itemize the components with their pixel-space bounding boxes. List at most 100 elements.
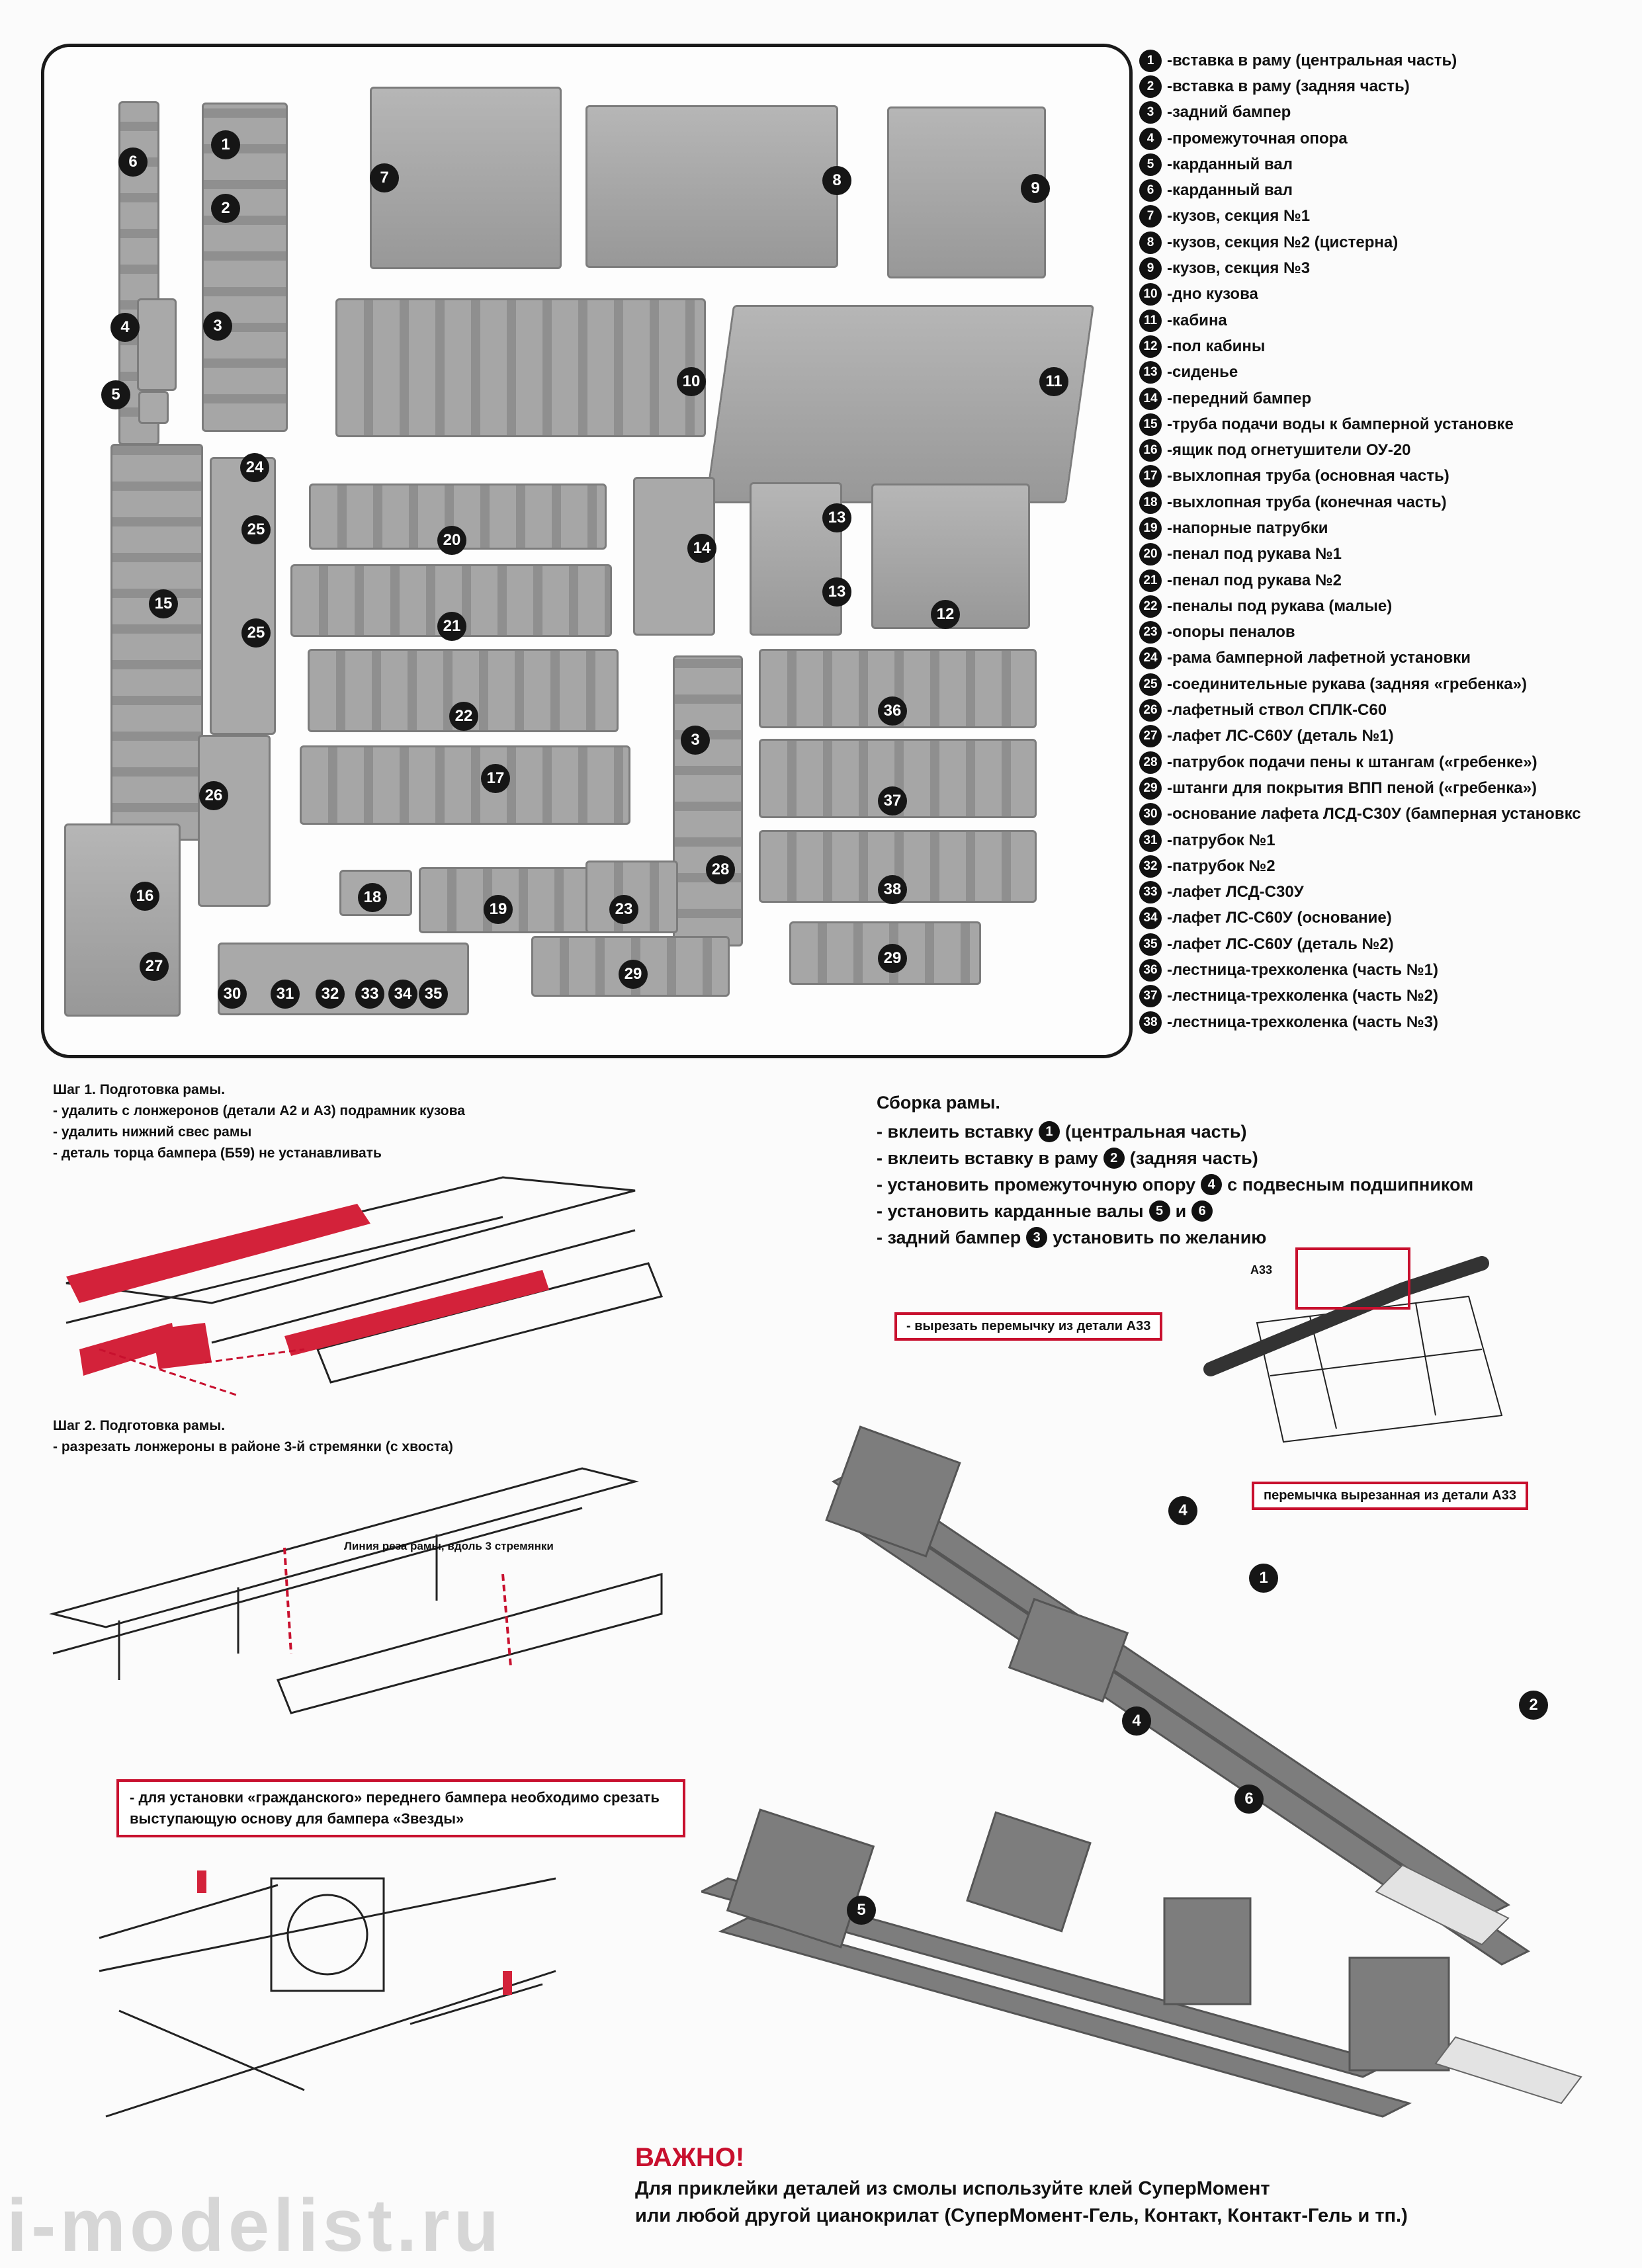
legend-number: 4	[1139, 127, 1162, 150]
legend-number: 31	[1139, 829, 1162, 852]
part-16-27-image	[64, 823, 181, 1017]
cut-line-label: Линия реза рамы, вдоль 3 стремянки	[344, 1540, 554, 1552]
assembly-text: установить по желанию	[1053, 1227, 1267, 1247]
part-8-image	[585, 105, 838, 268]
jumper-note: перемычка вырезанная из детали А33	[1252, 1482, 1528, 1510]
legend-number: 5	[1139, 153, 1162, 176]
legend-item: 20- пенал под рукава №1	[1139, 542, 1635, 567]
legend-number: 18	[1139, 491, 1162, 514]
legend-text: патрубок №2	[1172, 857, 1275, 875]
part-badge: 38	[878, 875, 907, 904]
legend-text: кузов, секция №2 (цистерна)	[1172, 233, 1399, 251]
bumper-note: - для установки «гражданского» переднего…	[116, 1779, 685, 1837]
part-badge: 25	[241, 618, 271, 648]
assembly-text: - вклеить вставку в раму	[877, 1148, 1098, 1168]
part-badge: 13	[822, 577, 851, 607]
legend-number: 35	[1139, 933, 1162, 956]
legend-text: лафет ЛСД-С30У	[1172, 883, 1304, 902]
legend-dash: -	[1167, 519, 1172, 537]
part-11-image	[705, 305, 1095, 503]
legend-dash: -	[1167, 857, 1172, 875]
legend-dash: -	[1167, 233, 1172, 251]
part-badge: 23	[609, 895, 638, 924]
legend-item: 15- труба подачи воды к бамперной устано…	[1139, 411, 1635, 437]
legend-item: 24- рама бамперной лафетной установки	[1139, 646, 1635, 671]
part-badge: 34	[388, 980, 417, 1009]
legend-item: 21- пенал под рукава №2	[1139, 567, 1635, 593]
part-17-image	[300, 745, 630, 825]
legend-dash: -	[1167, 129, 1172, 147]
legend-text: выхлопная труба (конечная часть)	[1172, 493, 1447, 511]
legend-text: задний бампер	[1172, 103, 1291, 122]
legend-item: 13- сиденье	[1139, 360, 1635, 386]
legend-dash: -	[1167, 337, 1172, 355]
legend-text: соединительные рукава (задняя «гребенка»…	[1172, 675, 1527, 693]
assembly-text: с подвесным подшипником	[1227, 1174, 1474, 1195]
part-1-2-3-image	[202, 103, 288, 432]
assembly-text: (центральная часть)	[1064, 1121, 1247, 1142]
part-badge: 8	[822, 166, 851, 195]
legend-item: 18- выхлопная труба (конечная часть)	[1139, 489, 1635, 515]
part-badge: 6	[118, 147, 148, 177]
part-badge: 36	[878, 696, 907, 726]
legend-item: 2- вставка в раму (задняя часть)	[1139, 73, 1635, 99]
legend-dash: -	[1167, 389, 1172, 407]
assembly-part-number: 2	[1103, 1148, 1125, 1169]
legend-item: 38- лестница-трехколенка (часть №3)	[1139, 1009, 1635, 1035]
legend-number: 9	[1139, 257, 1162, 280]
legend-item: 4- промежуточная опора	[1139, 126, 1635, 151]
legend-text: кабина	[1172, 311, 1227, 329]
important-heading: ВАЖНО!	[635, 2143, 745, 2172]
legend-item: 3- задний бампер	[1139, 100, 1635, 126]
legend-text: патрубок подачи пены к штангам («гребенк…	[1172, 753, 1537, 771]
a33-label: А33	[1250, 1263, 1273, 1277]
legend-item: 16- ящик под огнетушители ОУ-20	[1139, 437, 1635, 463]
part-badge: 31	[271, 980, 300, 1009]
legend-dash: -	[1167, 883, 1172, 902]
legend-item: 19- напорные патрубки	[1139, 515, 1635, 541]
legend-text: лестница-трехколенка (часть №3)	[1172, 1013, 1438, 1031]
part-badge: 25	[241, 515, 271, 544]
legend-number: 15	[1139, 413, 1162, 436]
legend-dash: -	[1167, 831, 1172, 849]
legend-dash: -	[1167, 675, 1172, 693]
legend-item: 5- карданный вал	[1139, 151, 1635, 177]
part-7-image	[370, 87, 562, 269]
assembly-part-number: 3	[1026, 1227, 1048, 1248]
part-badge: 18	[358, 883, 387, 912]
assembly-title: Сборка рамы.	[877, 1093, 1000, 1113]
legend-dash: -	[1167, 467, 1172, 485]
legend-text: кузов, секция №3	[1172, 259, 1311, 278]
legend-dash: -	[1167, 701, 1172, 720]
legend-number: 1	[1139, 49, 1162, 72]
part-badge: 19	[484, 895, 513, 924]
part-badge: 1	[211, 130, 240, 159]
part-badge: 14	[687, 534, 716, 563]
assembly-text: и	[1175, 1200, 1187, 1221]
legend-number: 28	[1139, 751, 1162, 774]
part-badge: 16	[130, 882, 159, 911]
assembly-text: - задний бампер	[877, 1227, 1021, 1247]
legend-number: 37	[1139, 985, 1162, 1008]
watermark: i-modelist.ru	[7, 2184, 503, 2267]
legend-number: 19	[1139, 517, 1162, 540]
legend-item: 30- основание лафета ЛСД-С30У (бамперная…	[1139, 802, 1635, 827]
legend-dash: -	[1167, 77, 1172, 95]
step2-title: Шаг 2. Подготовка рамы.	[53, 1418, 226, 1433]
part-badge: 10	[677, 367, 706, 396]
part-badge: 35	[419, 980, 448, 1009]
parts-sheet-frame: 6 1 2 3 4 5 7 8 9 10 11 12 13 13 14 15 1…	[41, 44, 1133, 1058]
step1-line: - удалить с лонжеронов (детали А2 и А3) …	[53, 1103, 465, 1118]
legend-number: 7	[1139, 205, 1162, 228]
cut-a33-note: - вырезать перемычку из детали А33	[894, 1312, 1163, 1341]
part-badge: 21	[437, 612, 466, 641]
photo-label-4: 4	[1168, 1496, 1197, 1525]
legend-number: 13	[1139, 361, 1162, 384]
legend-number: 27	[1139, 725, 1162, 748]
legend-number: 3	[1139, 101, 1162, 124]
legend-text: патрубок №1	[1172, 831, 1275, 849]
